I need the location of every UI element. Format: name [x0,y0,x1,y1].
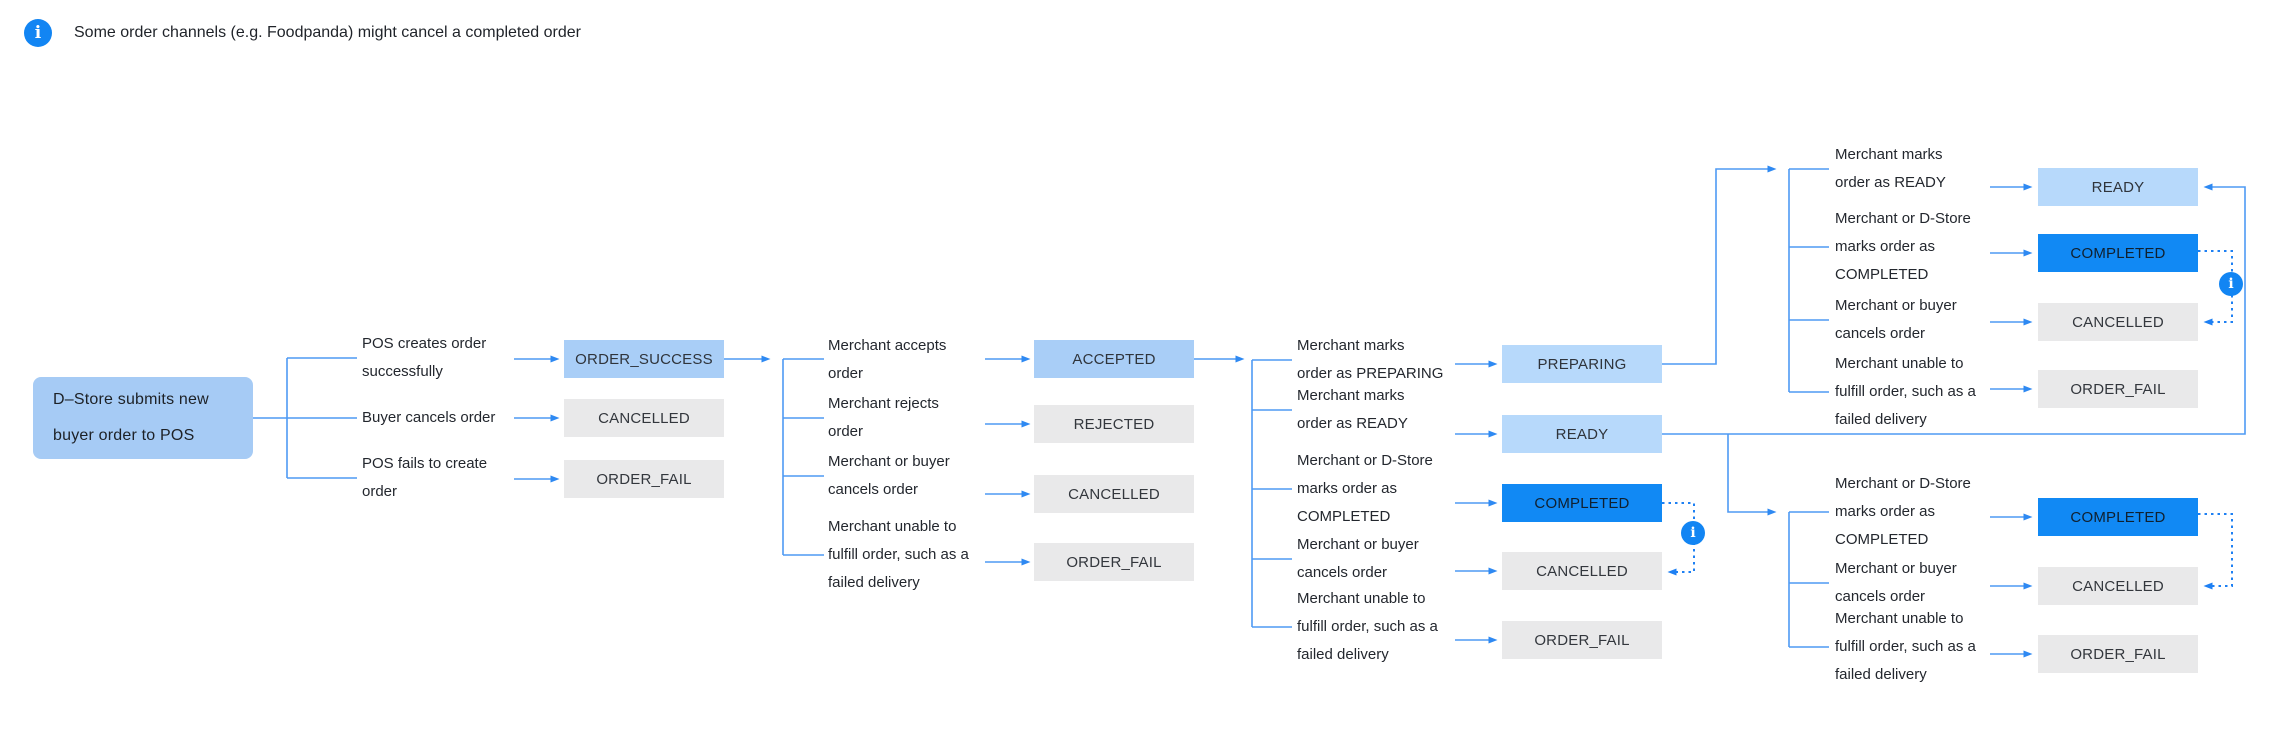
edge-label: Merchant rejects order [828,395,939,440]
info-icon-glyph: i [1690,525,1696,541]
node-order-fail: ORDER_FAIL [1502,621,1662,659]
bracket-ready [1662,183,2246,648]
edge-label: Merchant accepts order [828,337,947,382]
node-cancelled: CANCELLED [2038,567,2198,605]
node-completed: COMPLETED [1502,484,1662,522]
node-order-fail: ORDER_FAIL [2038,635,2198,673]
arrows-col4-top [1990,183,2033,393]
node-rejected: REJECTED [1034,405,1194,443]
node-cancelled: CANCELLED [564,399,724,437]
edge-label: Merchant or D-Store marks order as COMPL… [1835,475,1971,548]
node-preparing: PREPARING [1502,345,1662,383]
arrows-col3 [1455,360,1498,644]
node-ready: READY [2038,168,2198,206]
node-ready: READY [1502,415,1662,453]
arrows-col2 [985,355,1031,566]
arrows-col1 [514,355,560,483]
node-accepted: ACCEPTED [1034,340,1194,378]
node-cancelled: CANCELLED [1502,552,1662,590]
edge-label: Merchant or D-Store marks order as COMPL… [1835,210,1971,283]
info-icon[interactable]: i [2219,272,2243,296]
edge-label: Merchant unable to fulfill order, such a… [1835,355,1976,428]
node-cancelled: CANCELLED [1034,475,1194,513]
edge-label: POS fails to create order [362,455,488,500]
edge-label: Merchant marks order as PREPARING [1297,337,1444,382]
edge-label: Merchant unable to fulfill order, such a… [1835,610,1976,683]
info-icon-glyph: i [2228,276,2234,292]
node-order-fail: ORDER_FAIL [2038,370,2198,408]
edge-label: POS creates order successfully [362,335,487,380]
info-icon[interactable]: i [1681,521,1705,545]
bracket-order-success [724,355,824,556]
edge-label: Merchant unable to fulfill order, such a… [1297,590,1438,663]
node-order-success: ORDER_SUCCESS [564,340,724,378]
bracket-preparing [1662,165,1829,393]
info-icon-glyph: i [34,23,42,43]
edge-label: Merchant or buyer cancels order [1297,536,1419,581]
note-banner: i Some order channels (e.g. Foodpanda) m… [24,19,581,47]
arrows-col4-bottom [1990,513,2033,658]
node-completed: COMPLETED [2038,234,2198,272]
note-text: Some order channels (e.g. Foodpanda) mig… [74,24,581,41]
edge-label: Merchant or buyer cancels order [1835,560,1957,605]
info-icon: i [24,19,52,47]
edge-label: Buyer cancels order [362,409,496,426]
edge-label: Merchant marks order as READY [1835,146,1946,191]
edge-label: Merchant unable to fulfill order, such a… [828,518,969,591]
node-completed: COMPLETED [2038,498,2198,536]
edge-label: Merchant or D-Store marks order as COMPL… [1297,452,1433,525]
edge-label: Merchant marks order as READY [1297,387,1408,432]
bracket-root [252,357,357,479]
edge-label: Merchant or buyer cancels order [1835,297,1957,342]
node-order-fail: ORDER_FAIL [564,460,724,498]
node-cancelled: CANCELLED [2038,303,2198,341]
edge-label: Merchant or buyer cancels order [828,453,950,498]
node-root: D–Store submits new buyer order to POS [33,377,253,459]
bracket-accepted [1193,355,1292,628]
node-order-fail: ORDER_FAIL [1034,543,1194,581]
